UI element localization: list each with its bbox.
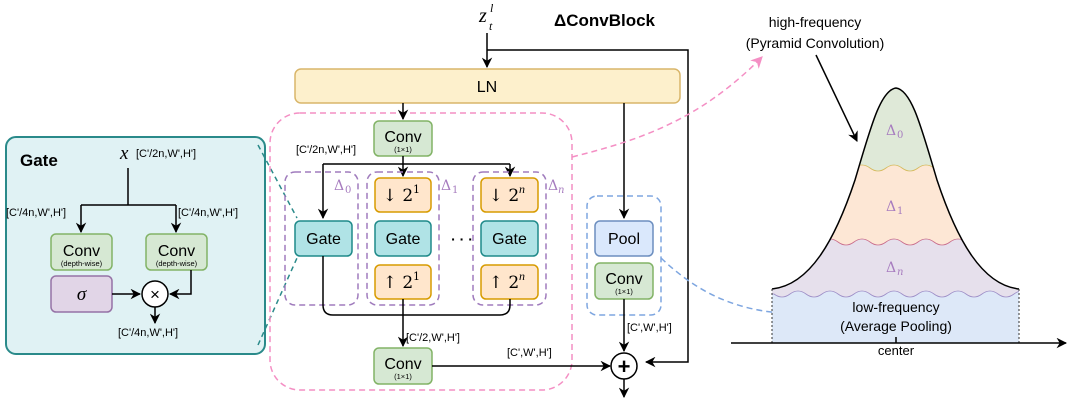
pool-branch: Pool Conv (1×1) [586, 195, 662, 316]
svg-text:Conv: Conv [384, 356, 421, 373]
merge-lines [322, 256, 511, 316]
gate-block-deltan: Gate [480, 220, 539, 257]
svg-text:1: 1 [413, 270, 420, 283]
gate-left-dim: [C'/4n,W',H'] [6, 207, 66, 219]
svg-text:Δ: Δ [334, 178, 344, 194]
gate-input-dim: [C'/2n,W',H'] [136, 148, 196, 160]
block-title: ΔConvBlock [554, 11, 656, 30]
gate-input-var: x [119, 143, 129, 164]
ellipsis: · · · [451, 231, 473, 247]
svg-text:Conv: Conv [63, 243, 100, 260]
gate-detail-panel: Gate x [C'/2n,W',H'] [C'/4n,W',H'] [C'/4… [5, 136, 266, 355]
downsample-block-delta1: ↓ 2 1 [374, 177, 432, 213]
gate-panel-title: Gate [20, 151, 58, 170]
svg-text:(depth-wise): (depth-wise) [156, 259, 198, 268]
svg-text:(1×1): (1×1) [615, 287, 633, 296]
downsample-block-deltan: ↓ 2 n [480, 177, 539, 213]
ln-block: LN [294, 68, 681, 104]
svg-text:Δ: Δ [441, 178, 451, 194]
upsample-block-delta1: ↑ 2 1 [374, 264, 432, 300]
branch-delta1: Δ 1 ↓ 2 1 Gate ↑ 2 1 [366, 171, 458, 306]
multiply-icon: × [150, 285, 160, 304]
conv-bottom: Conv (1×1) [373, 347, 433, 385]
svg-text:0: 0 [897, 130, 903, 141]
pyramid-conv-region [269, 112, 573, 391]
gate-block-delta0: Gate [294, 220, 353, 257]
svg-text:1: 1 [452, 185, 458, 196]
gate-block-delta1: Gate [374, 220, 432, 257]
plus-icon: + [618, 354, 631, 379]
conv-depthwise-left: Conv (depth-wise) [50, 233, 113, 271]
zoom-line-bottom [257, 257, 298, 346]
pool-block: Pool [594, 220, 654, 257]
conv-depthwise-right: Conv (depth-wise) [145, 233, 208, 271]
svg-text:Gate: Gate [386, 231, 421, 248]
spectrum-deltan: Δ [886, 260, 896, 276]
pool-conv-block: Conv (1×1) [594, 262, 654, 300]
svg-text:1: 1 [897, 206, 903, 217]
conv-top: Conv (1×1) [373, 120, 433, 157]
svg-text:↓ 2: ↓ 2 [489, 186, 519, 206]
svg-text:Gate: Gate [306, 231, 341, 248]
spectrum-delta1: Δ [886, 199, 896, 215]
high-frequency-link [571, 56, 763, 158]
svg-text:↓ 2: ↓ 2 [383, 186, 413, 206]
svg-text:Δ: Δ [548, 178, 558, 194]
input-label: z t l [478, 1, 494, 33]
high-frequency-sublabel: (Pyramid Convolution) [746, 35, 885, 51]
bell-curve [771, 87, 1020, 290]
pool-branch-dim: [C',W',H'] [627, 322, 672, 334]
center-label: center [878, 343, 915, 358]
svg-text:z: z [478, 5, 487, 27]
gate-right-dim: [C'/4n,W',H'] [178, 207, 238, 219]
svg-text:0: 0 [345, 185, 351, 196]
high-frequency-label: high-frequency [769, 14, 862, 30]
svg-text:LN: LN [477, 79, 497, 96]
frequency-spectrum: high-frequency (Pyramid Convolution) Δ 0… [731, 14, 1068, 358]
svg-text:Gate: Gate [492, 231, 527, 248]
sigma-icon: σ [77, 284, 87, 305]
svg-text:↑ 2: ↑ 2 [383, 273, 413, 293]
svg-text:Conv: Conv [158, 243, 195, 260]
branch-delta0: Δ 0 Gate [284, 171, 359, 306]
gate-output-dim: [C'/4n,W',H'] [118, 327, 178, 339]
svg-text:(depth-wise): (depth-wise) [61, 259, 103, 268]
svg-text:(1×1): (1×1) [394, 145, 412, 154]
spectrum-delta0: Δ [886, 123, 896, 139]
merge-dim: [C'/2,W',H'] [406, 332, 460, 344]
svg-text:l: l [490, 1, 494, 15]
low-frequency-label: low-frequency [852, 299, 939, 315]
svg-text:Pool: Pool [608, 231, 640, 248]
residual-connection [487, 49, 689, 368]
svg-text:n: n [558, 185, 564, 196]
svg-text:t: t [489, 19, 493, 33]
svg-text:Conv: Conv [384, 129, 421, 146]
svg-text:↑ 2: ↑ 2 [489, 273, 519, 293]
svg-text:n: n [897, 267, 903, 278]
svg-text:n: n [519, 269, 525, 283]
add-node: + [610, 352, 638, 380]
conv-top-dim: [C'/2n,W',H'] [296, 144, 356, 156]
multiply-node: × [141, 280, 169, 308]
upsample-block-deltan: ↑ 2 n [480, 264, 539, 300]
sigma-box: σ [50, 275, 113, 313]
svg-text:Conv: Conv [605, 271, 642, 288]
svg-text:(1×1): (1×1) [394, 372, 412, 381]
low-frequency-sublabel: (Average Pooling) [840, 318, 952, 334]
zoom-line-top [257, 144, 298, 219]
svg-text:n: n [519, 182, 525, 196]
conv-bottom-out-dim: [C',W',H'] [507, 347, 552, 359]
svg-text:1: 1 [413, 183, 420, 196]
branch-deltan: Δ n ↓ 2 n Gate ↑ 2 n [472, 171, 564, 306]
